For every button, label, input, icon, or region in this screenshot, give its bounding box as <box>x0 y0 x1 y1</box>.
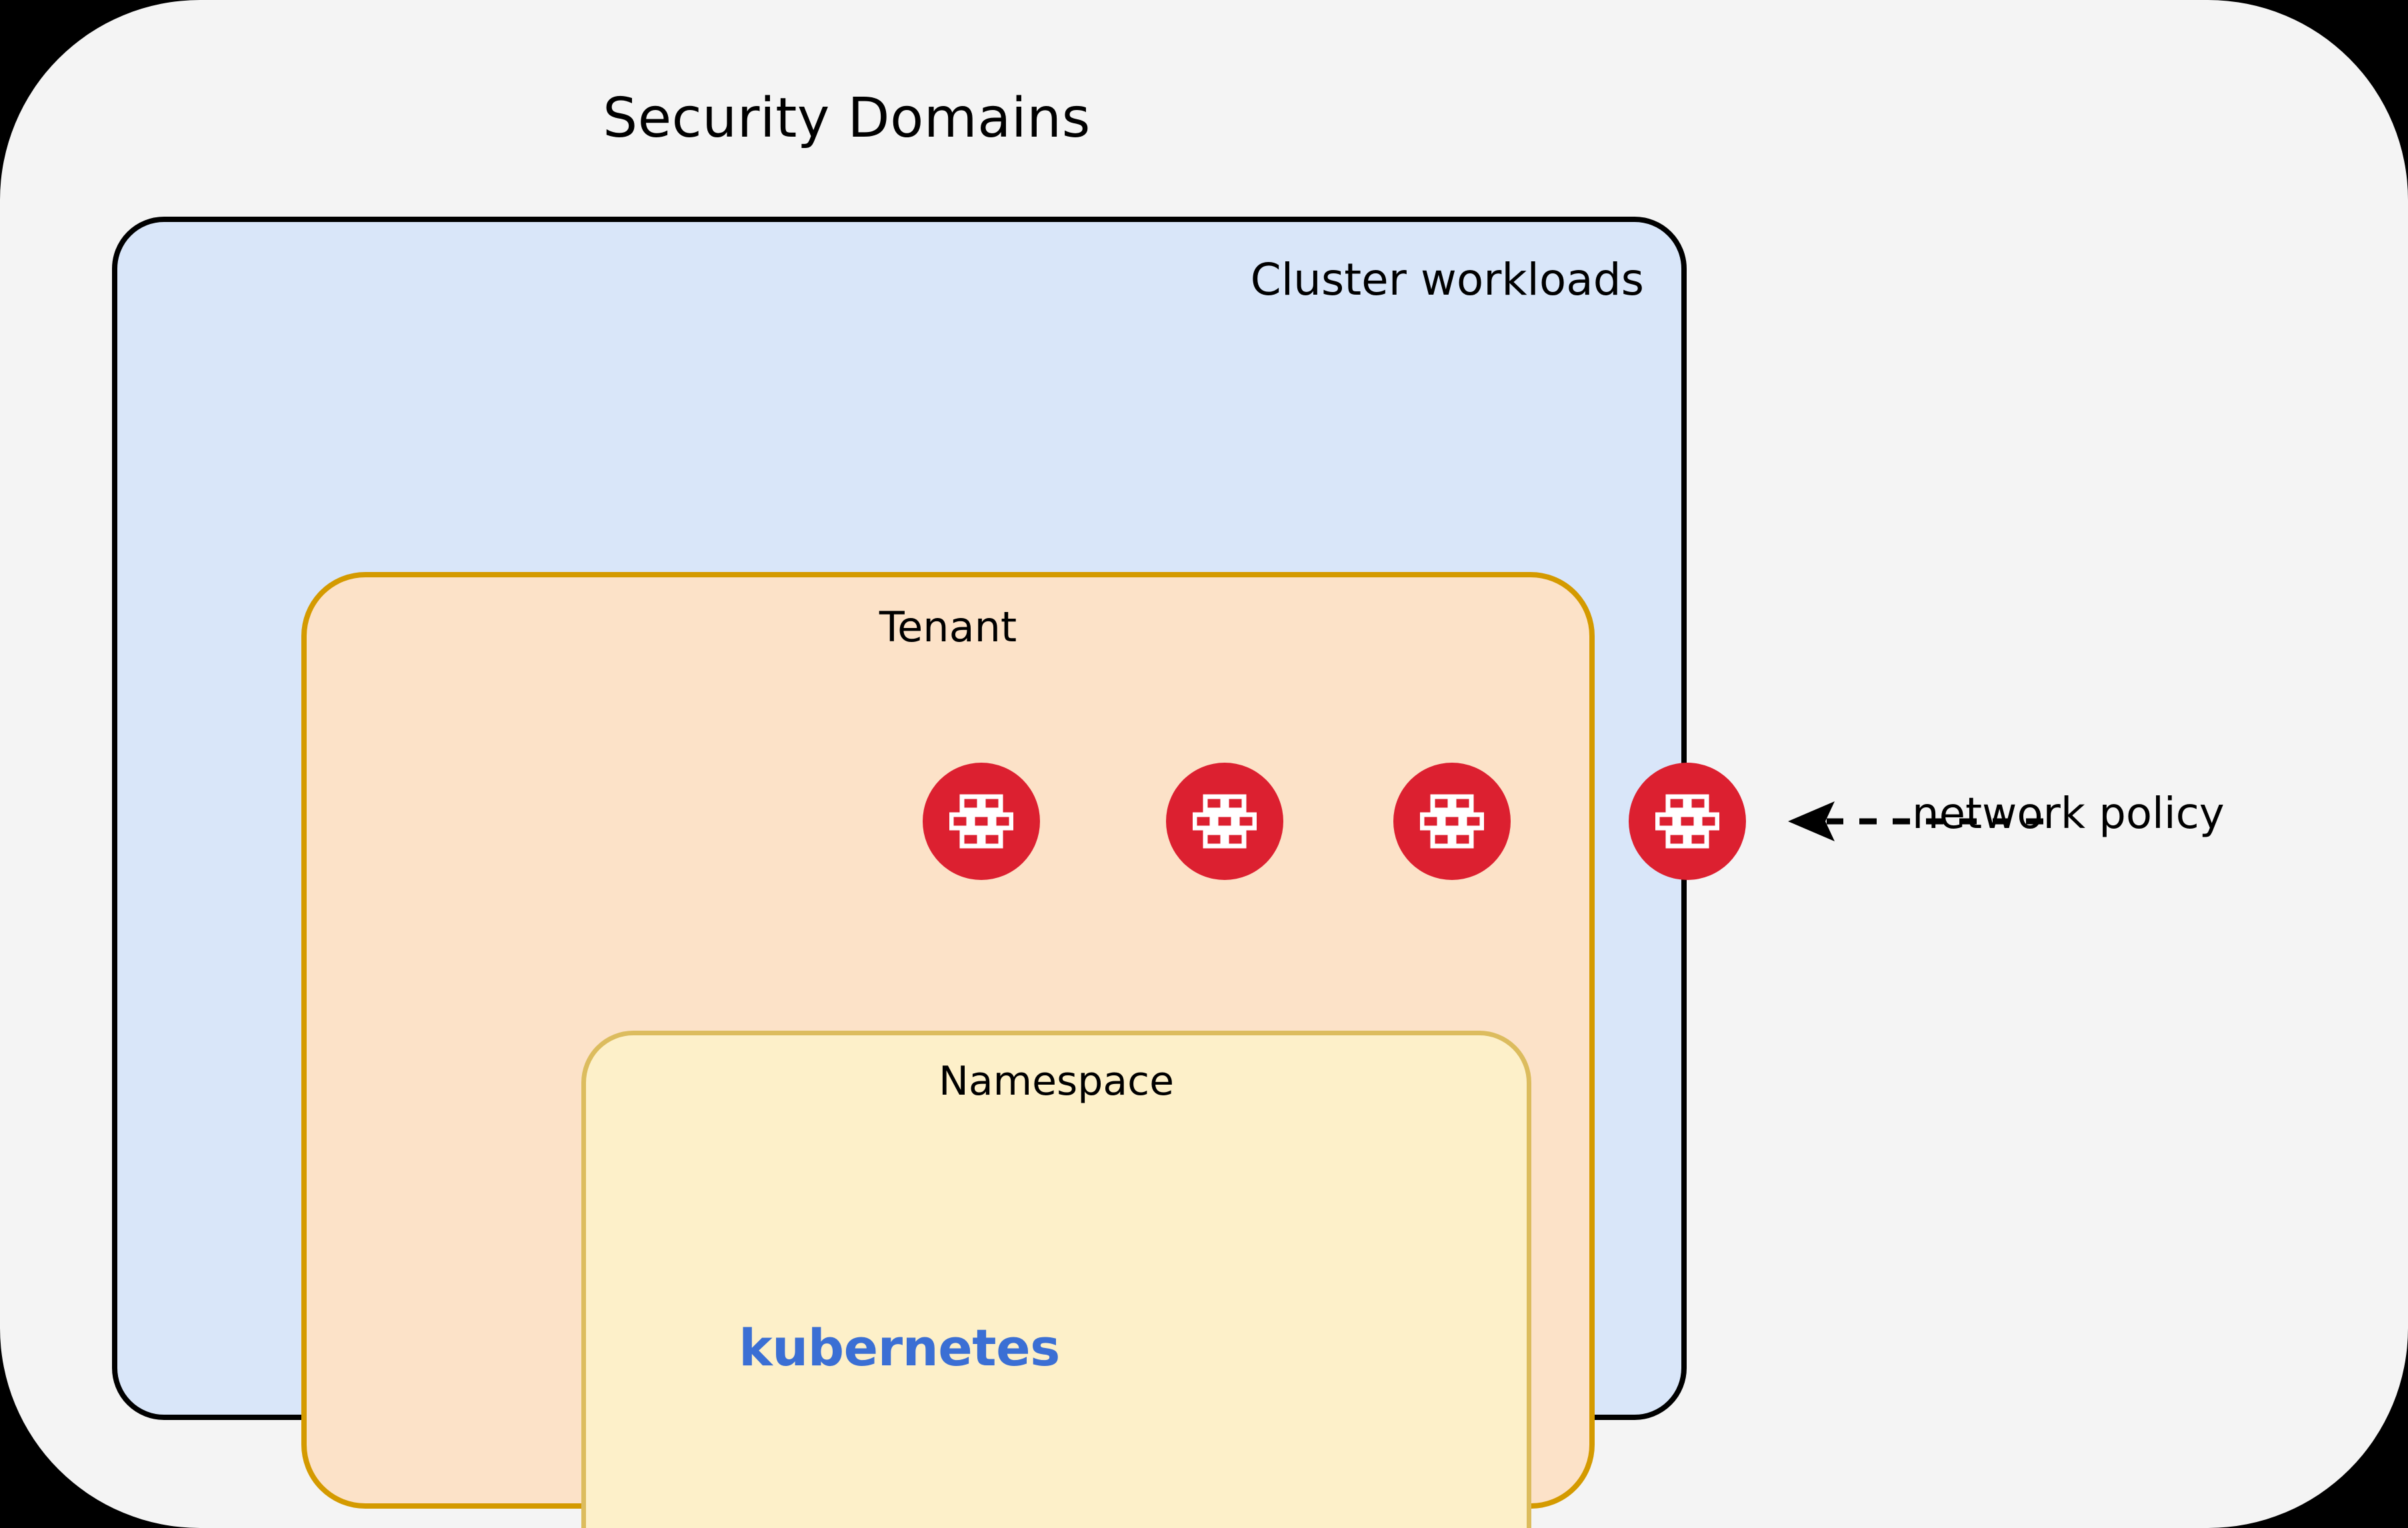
cluster-workloads-label: Cluster workloads <box>1250 254 1644 305</box>
page-title: Security Domains <box>603 87 1091 150</box>
tenant-box: Tenant Namespace Endpoint groups <box>301 572 1595 1528</box>
kubernetes-logo-text: kubernetes <box>739 1318 1060 1377</box>
namespace-box: Namespace Endpoint groups <box>581 1031 1531 1528</box>
firewall-brick-wall-icon <box>1193 794 1257 849</box>
firewall-brick-wall-icon <box>1655 794 1719 849</box>
firewall-badge-endpoint-groups[interactable] <box>923 763 1040 880</box>
network-policy-label: network policy <box>1912 789 2225 839</box>
cluster-workloads-box: Cluster workloads Tenant Namespace Endpo… <box>112 217 1687 1528</box>
firewall-brick-wall-icon <box>949 794 1013 849</box>
firewall-badge-cluster-workloads[interactable] <box>1629 763 1746 880</box>
firewall-badge-namespace[interactable] <box>1166 763 1283 880</box>
firewall-badge-tenant[interactable] <box>1393 763 1511 880</box>
tenant-label: Tenant <box>879 603 1017 651</box>
network-policy-arrow-icon <box>1788 801 2043 841</box>
firewall-brick-wall-icon <box>1420 794 1484 849</box>
namespace-label: Namespace <box>938 1058 1175 1105</box>
